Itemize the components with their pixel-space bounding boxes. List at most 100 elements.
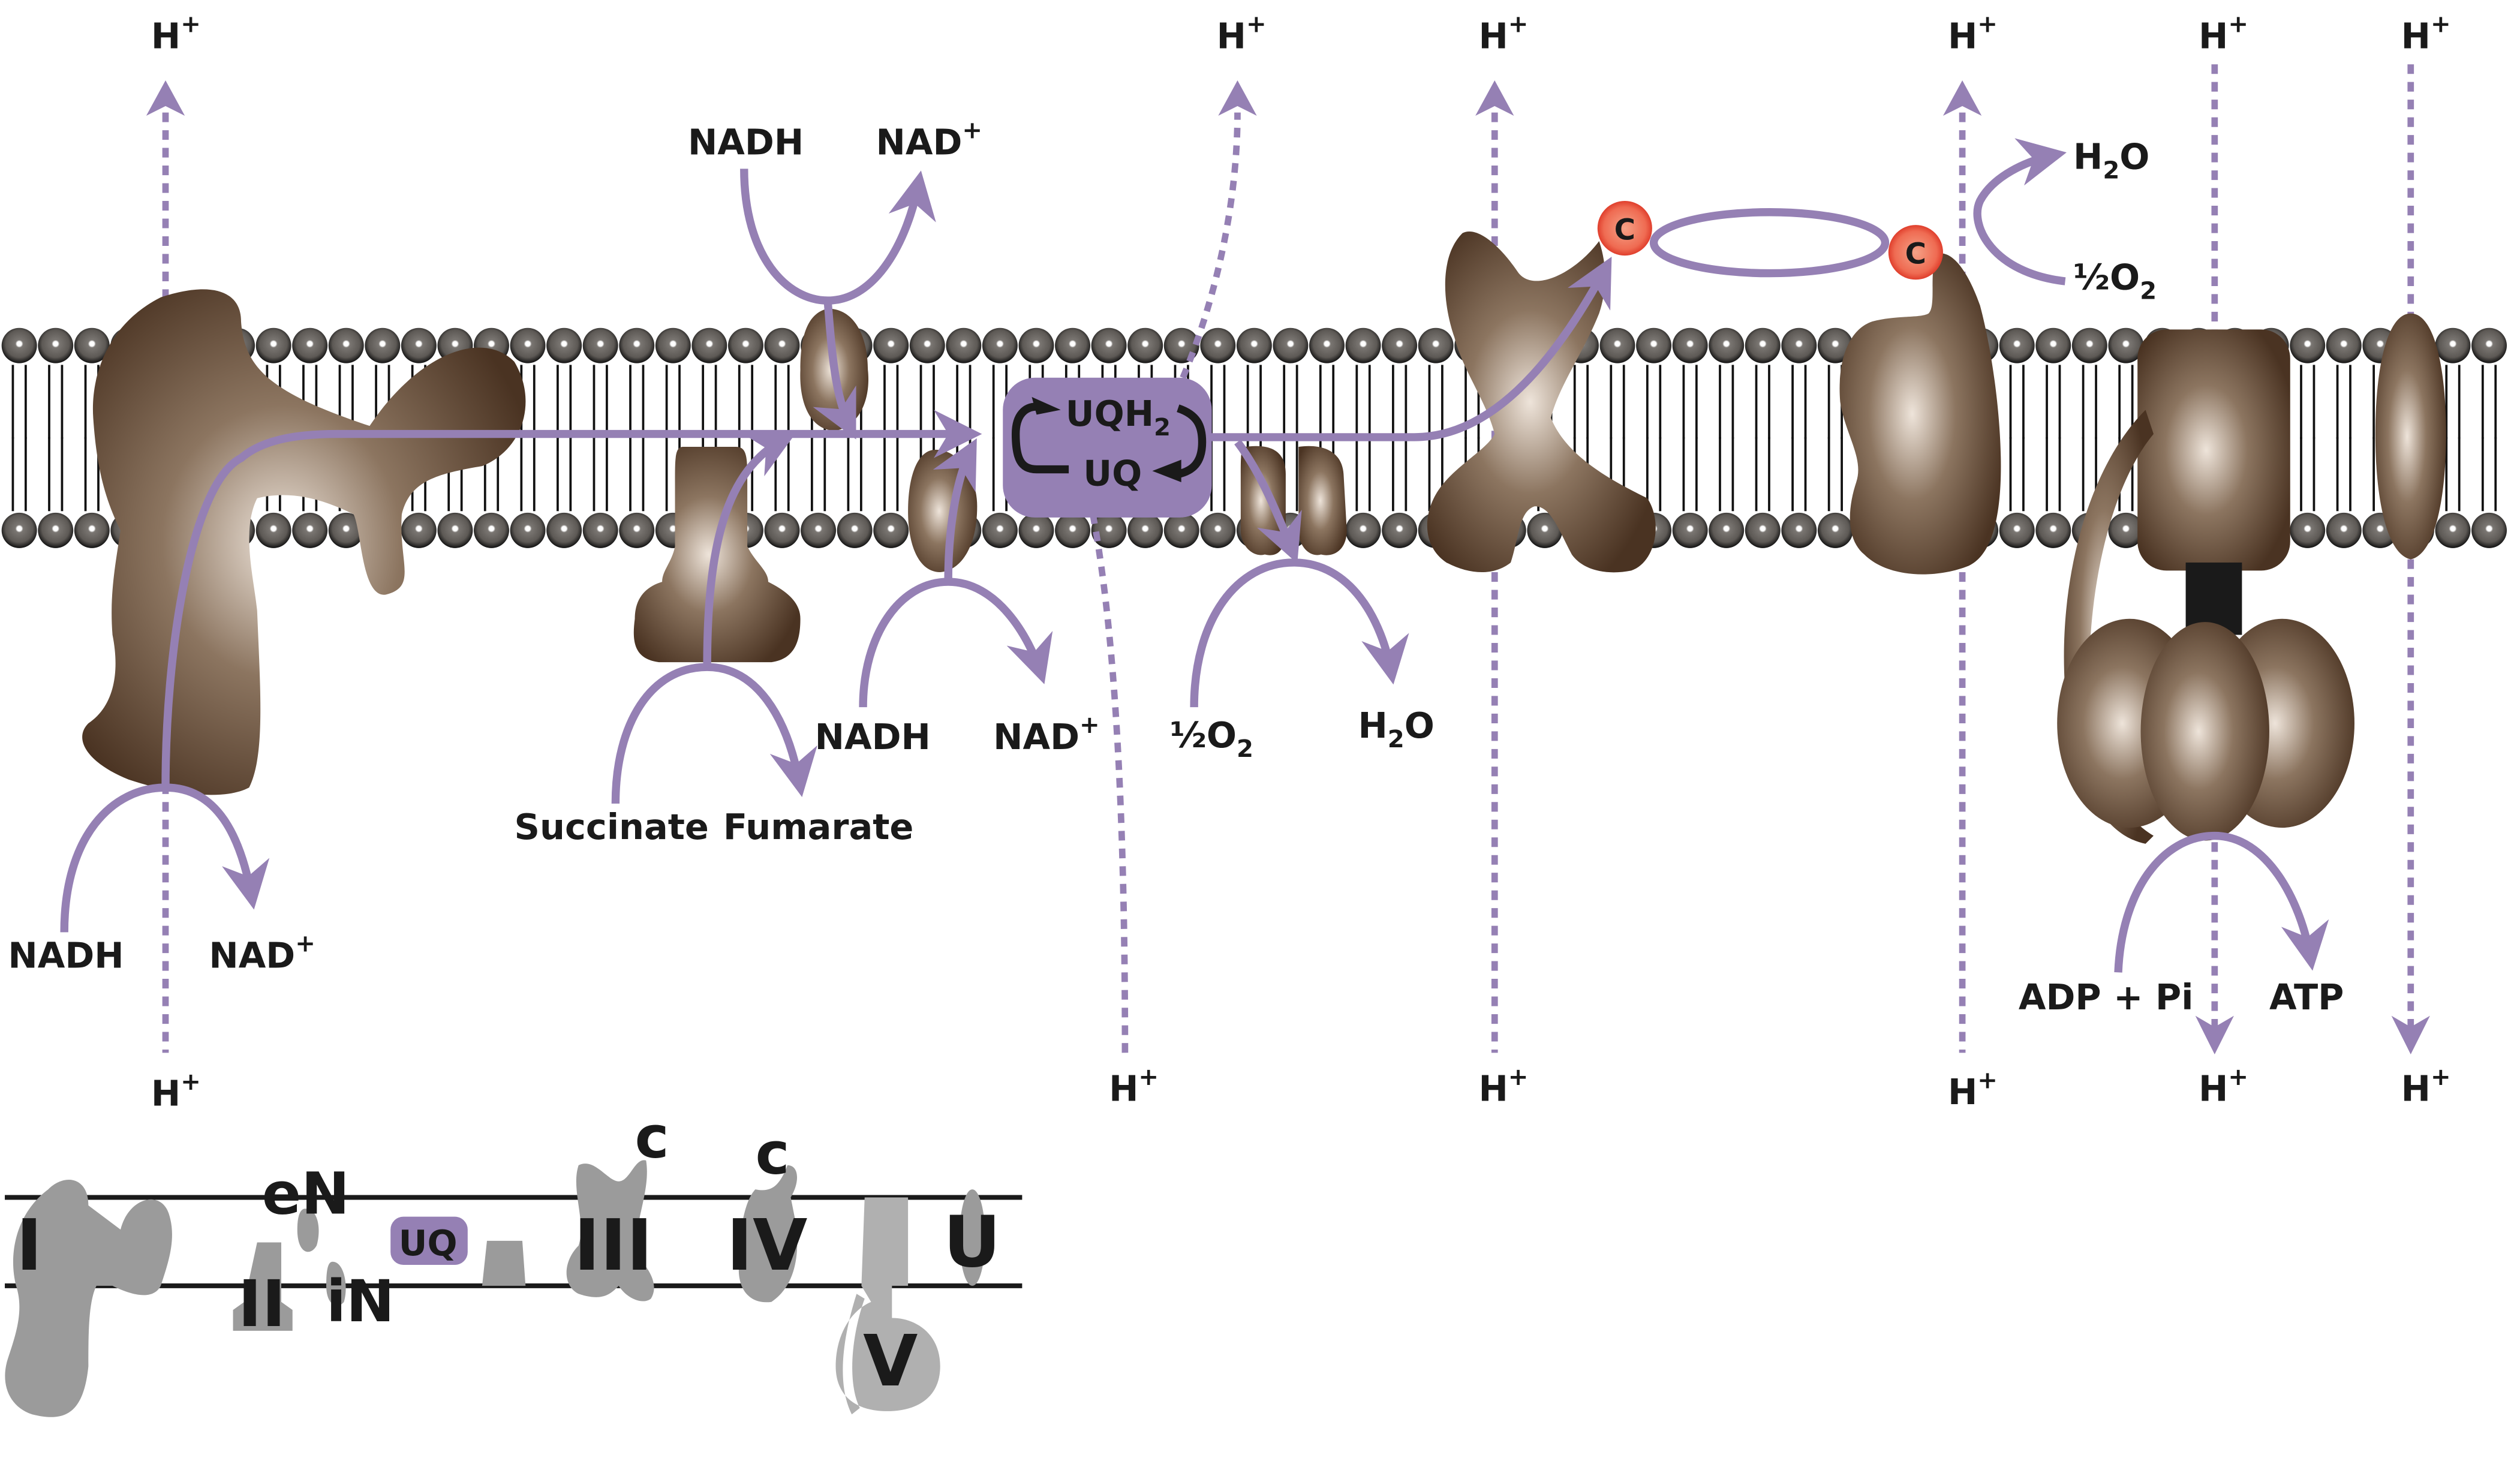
lipid-head: [292, 512, 328, 548]
internal-ndh-arrow: [859, 578, 1053, 708]
lipid-head: [1709, 327, 1745, 363]
lipid-head: [401, 512, 437, 548]
lipid-head: [873, 512, 909, 548]
lipid-head: [2435, 327, 2471, 363]
uq-label: UQ: [1083, 452, 1142, 494]
uq-to-complex-III-electron: [1205, 256, 1612, 441]
lipid-head: [74, 512, 110, 548]
aox-h2o-label: H2O: [1358, 705, 1434, 753]
legend-cyt-c-IV-label: c: [756, 1119, 790, 1187]
lipid-head: [1745, 512, 1781, 548]
lipid-head: [837, 512, 873, 548]
bottom-proton-label: H+: [2401, 1063, 2451, 1110]
lipid-head: [1599, 327, 1635, 363]
bottom-proton-label: H+: [1109, 1063, 1159, 1110]
uq-pool-box: [1003, 377, 1212, 518]
uq-cycle-right-arrow-icon: [1177, 404, 1207, 479]
legend: I II eN iN UQ III c IV c V U: [5, 1104, 1023, 1417]
lipid-head: [1527, 512, 1563, 548]
uq-cycle-right-arrowhead-icon: [1152, 459, 1181, 482]
uncoupling-protein: [2375, 313, 2446, 560]
bottom-proton-label: H+: [2199, 1063, 2248, 1110]
legend-complex-II-shape: [233, 1242, 293, 1331]
proton-line-uq-up: [1180, 112, 1241, 379]
lipid-head: [2290, 512, 2326, 548]
lipid-head: [1817, 512, 1853, 548]
legend-complex-II-label: II: [238, 1267, 286, 1342]
legend-uncoupler-shape: [959, 1189, 985, 1286]
lipid-head: [1382, 512, 1418, 548]
lipid-head: [727, 327, 763, 363]
lipid-head: [1745, 327, 1781, 363]
legend-internal-ndh-shape: [326, 1261, 346, 1306]
lipid-head: [474, 512, 509, 548]
lipid-head: [2471, 512, 2507, 548]
lipid-head: [982, 512, 1018, 548]
bottom-proton-label: H+: [151, 1068, 201, 1114]
uq-cycle-left-arrow-icon: [1011, 402, 1069, 474]
top-proton-label: H+: [1948, 11, 1998, 57]
bottom-proton-label: H+: [1948, 1066, 1998, 1113]
complex-IV-o2-label: ½O2: [2073, 256, 2157, 305]
lipid-head: [873, 327, 909, 363]
atp-synthase: [2057, 329, 2354, 844]
legend-complex-IV-shape: [738, 1165, 798, 1303]
lipid-head: [74, 327, 110, 363]
lipid-head: [1018, 327, 1054, 363]
legend-complex-III-shape: [566, 1160, 654, 1301]
lipid-head: [982, 327, 1018, 363]
complex-IV-h2o-label: H2O: [2073, 136, 2149, 184]
cytochrome-c-label: C: [1614, 213, 1635, 246]
lipid-head: [1273, 327, 1309, 363]
internal-ndh-nadh-label: NADH: [815, 716, 931, 757]
lipid-head: [2108, 327, 2144, 363]
ubiquinone-pool: UQH2 UQ: [1003, 377, 1212, 518]
lipid-head: [38, 512, 74, 548]
lipid-head: [1200, 327, 1236, 363]
aox-o2-label: ½O2: [1170, 714, 1253, 763]
legend-complex-IV-label: IV: [726, 1204, 807, 1286]
complex-II-succinate-arrow: [611, 663, 817, 804]
legend-atp-synthase-shape: [835, 1197, 940, 1415]
fumarate-label: Fumarate: [723, 806, 913, 847]
lipid-head: [2035, 327, 2071, 363]
lipid-head: [546, 327, 582, 363]
complex-IV-o2-arrow: [1973, 138, 2067, 285]
internal-ndh-electron: [933, 438, 977, 582]
alternative-oxidase-right: [1298, 446, 1347, 555]
external-ndh-arrow: [740, 169, 936, 305]
cytochrome-c-label: C: [1905, 237, 1926, 270]
lipid-head: [2071, 327, 2107, 363]
lipid-head: [619, 327, 655, 363]
lipid-head: [1999, 327, 2035, 363]
uq-cycle-left-arrowhead-icon: [1032, 396, 1061, 415]
lipid-head: [1345, 327, 1381, 363]
lipid-head: [582, 512, 618, 548]
lipid-head: [801, 512, 837, 548]
atp-synthase-c-ring: [2137, 329, 2290, 571]
lipid-head: [764, 512, 800, 548]
legend-uq-label: UQ: [399, 1222, 458, 1264]
lipid-head: [255, 512, 291, 548]
atp-label: ATP: [2269, 976, 2344, 1018]
atp-synthase-stalk: [2185, 562, 2242, 635]
legend-complex-III-label: III: [574, 1204, 653, 1286]
legend-cyt-c-III-label: c: [635, 1104, 669, 1171]
lipid-head: [510, 512, 546, 548]
lipid-head: [2326, 327, 2362, 363]
external-ndh-nadh-label: NADH: [688, 121, 804, 163]
lipid-head: [1309, 327, 1345, 363]
lipid-head: [255, 327, 291, 363]
lipid-head: [437, 512, 473, 548]
lipid-head: [1382, 327, 1418, 363]
arrowhead-down-icon: [2195, 1015, 2234, 1054]
arrowhead-up-icon: [1475, 80, 1514, 116]
arrowhead-down-icon: [2391, 1015, 2430, 1054]
lipid-head: [1163, 512, 1199, 548]
uqh2-label: UQH2: [1066, 393, 1171, 441]
lipid-head: [1636, 327, 1672, 363]
proton-pathways: [162, 64, 2414, 1053]
proton-arrowheads: [146, 80, 2430, 1054]
top-proton-label: H+: [1217, 11, 1267, 57]
